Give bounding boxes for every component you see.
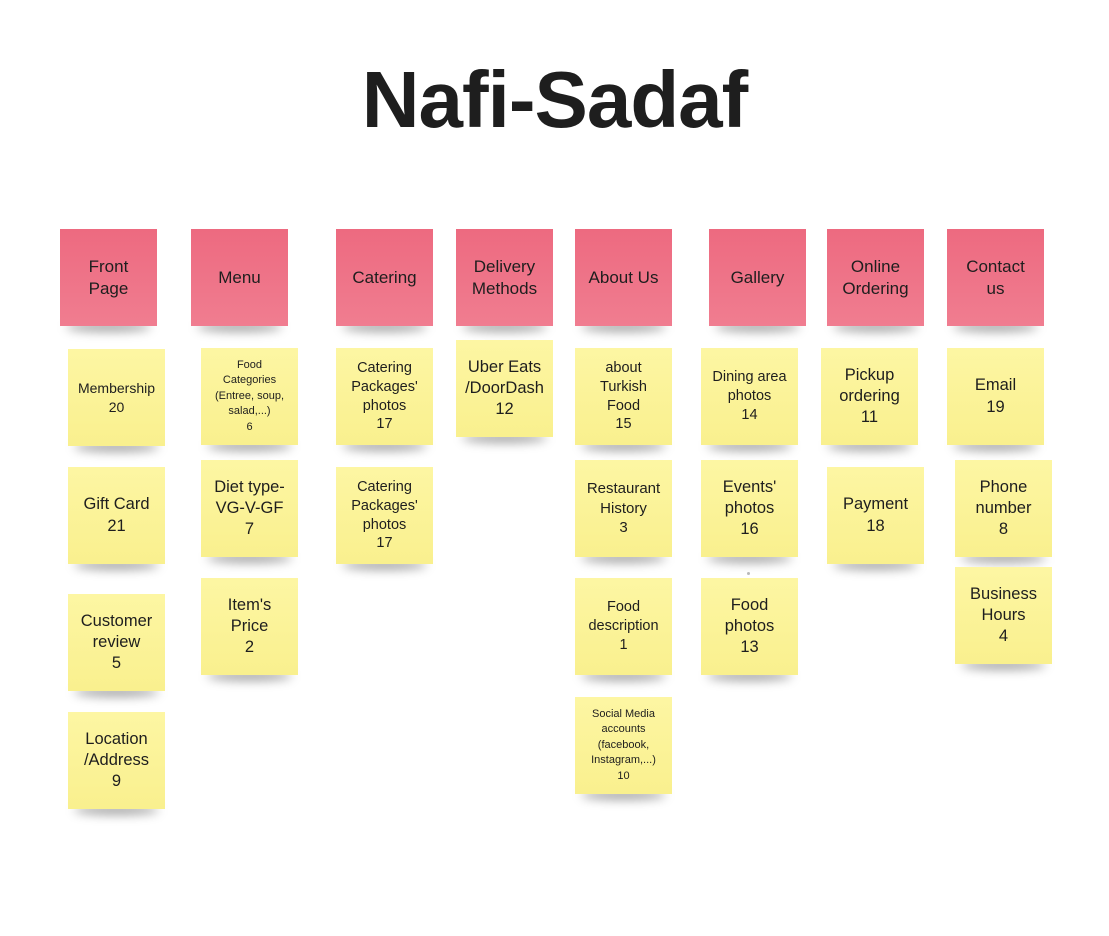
header-note-delivery-methods[interactable]: Delivery Methods (456, 229, 553, 326)
sticky-note[interactable]: Catering Packages' photos 17 (336, 348, 433, 445)
header-note-menu[interactable]: Menu (191, 229, 288, 326)
sticky-note[interactable]: Payment 18 (827, 467, 924, 564)
header-note-contact-us[interactable]: Contact us (947, 229, 1044, 326)
sticky-note[interactable]: Dining area photos 14 (701, 348, 798, 445)
sticky-note[interactable]: Business Hours 4 (955, 567, 1052, 664)
header-note-catering[interactable]: Catering (336, 229, 433, 326)
sticky-note[interactable]: Food photos 13 (701, 578, 798, 675)
sticky-note[interactable]: Gift Card 21 (68, 467, 165, 564)
sticky-note[interactable]: Events' photos 16 (701, 460, 798, 557)
sticky-note[interactable]: Uber Eats /DoorDash 12 (456, 340, 553, 437)
board-title: Nafi-Sadaf (361, 55, 749, 144)
sticky-note[interactable]: Location /Address 9 (68, 712, 165, 809)
header-note-front-page[interactable]: Front Page (60, 229, 157, 326)
header-note-online-ordering[interactable]: Online Ordering (827, 229, 924, 326)
sticky-note[interactable]: Email 19 (947, 348, 1044, 445)
sticky-note[interactable]: Catering Packages' photos 17 (336, 467, 433, 564)
sticky-note[interactable]: Pickup ordering 11 (821, 348, 918, 445)
sticky-note[interactable]: Item's Price 2 (201, 578, 298, 675)
sticky-note[interactable]: Membership 20 (68, 349, 165, 446)
sticky-note[interactable]: Phone number 8 (955, 460, 1052, 557)
sticky-note[interactable]: about Turkish Food 15 (575, 348, 672, 445)
header-note-about-us[interactable]: About Us (575, 229, 672, 326)
sticky-note[interactable]: Food description 1 (575, 578, 672, 675)
header-note-gallery[interactable]: Gallery (709, 229, 806, 326)
sticky-note[interactable]: Restaurant History 3 (575, 460, 672, 557)
sticky-note[interactable]: Social Media accounts (facebook, Instagr… (575, 697, 672, 794)
sticky-note[interactable]: Diet type- VG-V-GF 7 (201, 460, 298, 557)
sticky-note[interactable]: Customer review 5 (68, 594, 165, 691)
stray-dot (747, 572, 750, 575)
sticky-note[interactable]: Food Categories (Entree, soup, salad,...… (201, 348, 298, 445)
